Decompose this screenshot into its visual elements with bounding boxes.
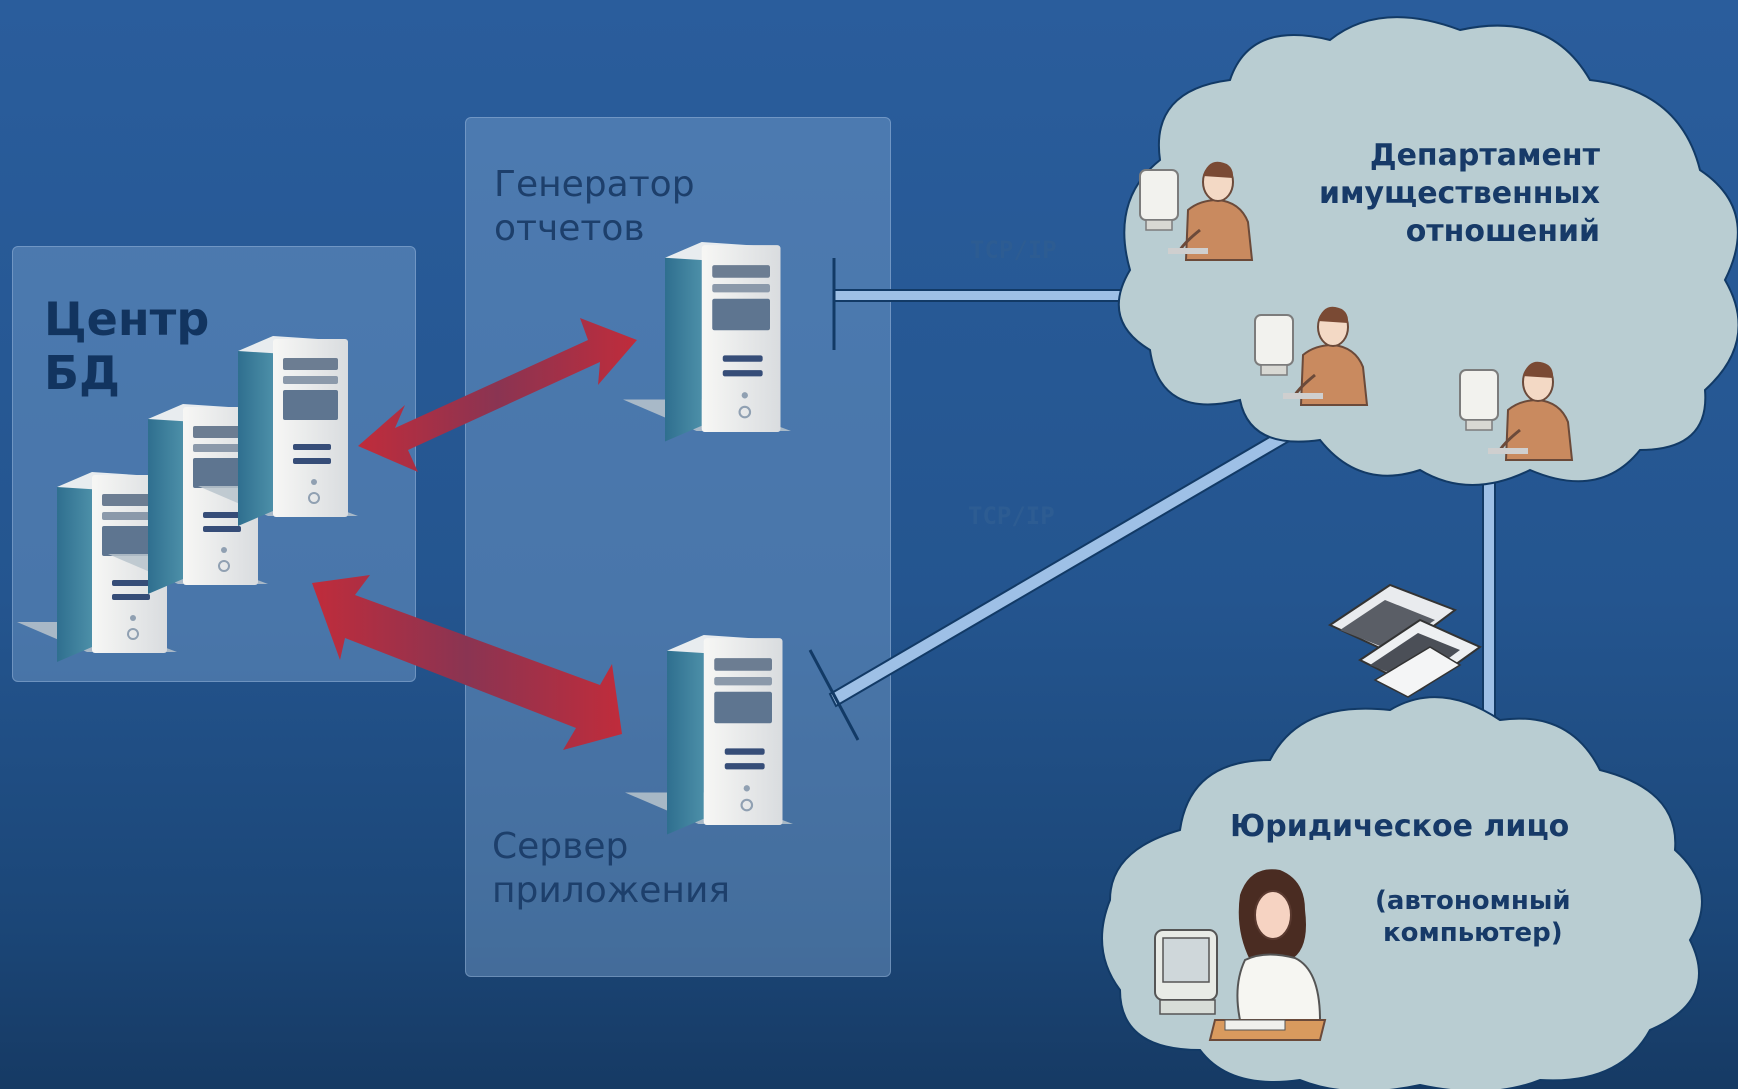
arrow-db-to-server (312, 575, 622, 750)
tcp-label-top: TCP/IP (970, 236, 1057, 264)
floppy-disks-icon (1327, 583, 1482, 698)
app-server-icon (623, 633, 795, 836)
department-title: Департамент имущественных отношений (1319, 137, 1600, 251)
department-title-line2: имущественных (1318, 176, 1600, 211)
report-generator-label: Генератор отчетов (494, 163, 695, 251)
tcp-label-bottom: TCP/IP (968, 502, 1055, 530)
db-center-title: Центр БД (44, 292, 209, 400)
report-generator-label-line1: Генератор (494, 164, 695, 205)
report-server-icon (621, 240, 793, 443)
report-generator-label-line2: отчетов (494, 208, 645, 249)
db-center-title-line2: БД (44, 346, 121, 400)
department-title-line3: отношений (1405, 214, 1600, 249)
legal-entity-subtitle: (автономный компьютер) (1375, 885, 1571, 949)
legal-entity-subtitle-line2: компьютер) (1382, 918, 1563, 948)
legal-entity-subtitle-line1: (автономный (1375, 886, 1571, 916)
app-server-label-line1: Сервер (492, 826, 629, 867)
link-department-to-server (808, 401, 1335, 741)
legal-entity-title: Юридическое лицо (1230, 809, 1570, 844)
db-center-title-line1: Центр (44, 292, 210, 346)
app-server-label: Сервер приложения (492, 825, 730, 913)
arrow-db-to-report (358, 318, 637, 472)
legal-entity-user-icon (1154, 869, 1327, 1041)
app-server-label-line2: приложения (492, 870, 730, 911)
department-title-line1: Департамент (1369, 138, 1600, 173)
